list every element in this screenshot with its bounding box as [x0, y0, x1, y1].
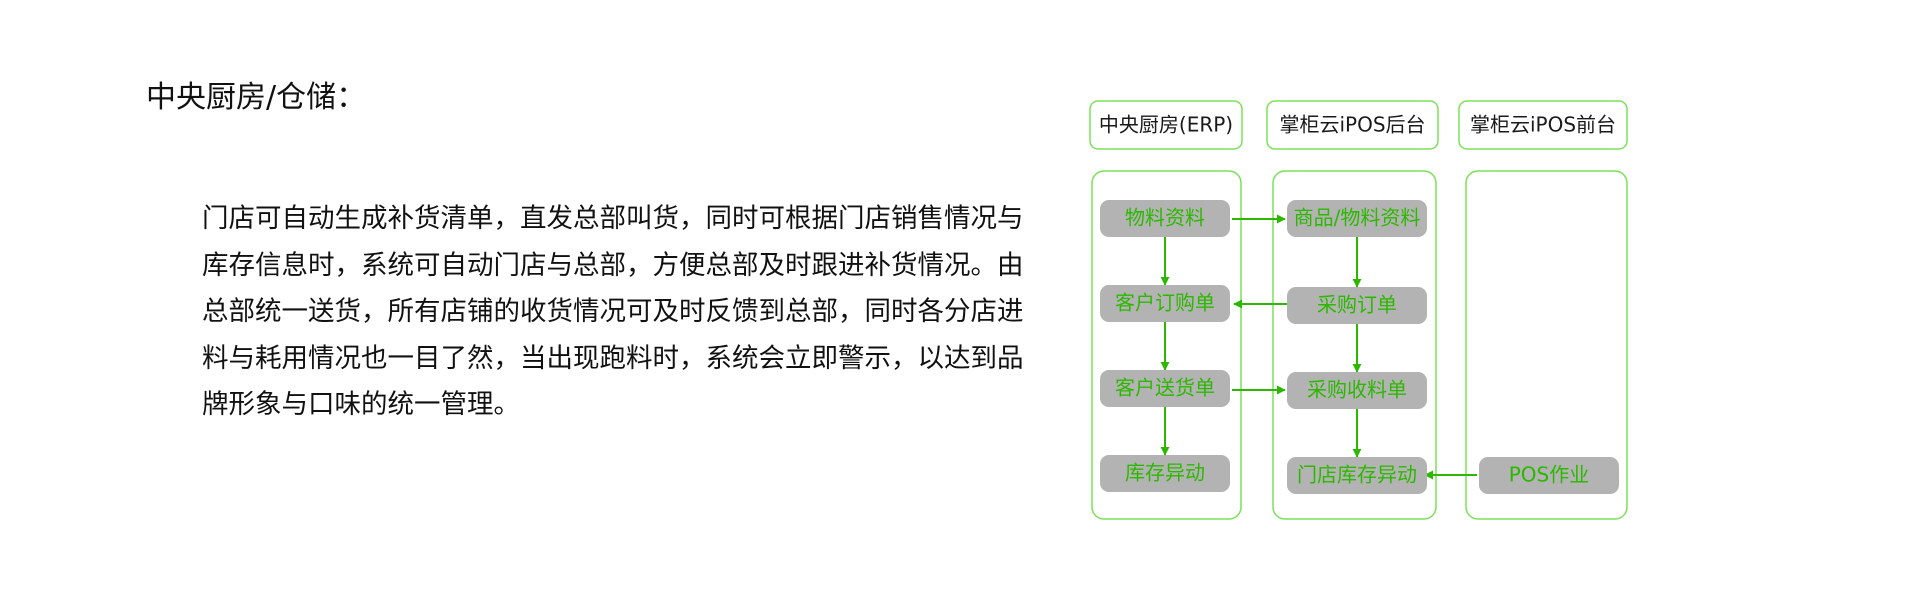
column-header-ipos-backend: 掌柜云iPOS后台 [1266, 100, 1439, 150]
node-purchase-receipt: 采购收料单 [1287, 372, 1427, 409]
node-label: 客户订购单 [1115, 291, 1215, 315]
node-product-material-data: 商品/物料资料 [1287, 200, 1427, 237]
node-label: POS作业 [1509, 463, 1590, 487]
description-line: 库存信息时，系统可自动门店与总部，方便总部及时跟进补货情况。由 [202, 249, 1024, 281]
column-header-label: 中央厨房(ERP) [1099, 113, 1233, 137]
node-store-inventory-change: 门店库存异动 [1287, 457, 1427, 494]
column-header-label: 掌柜云iPOS前台 [1470, 113, 1616, 137]
node-label: 门店库存异动 [1297, 463, 1417, 487]
section-heading: 中央厨房/仓储： [146, 80, 367, 115]
node-label: 采购订单 [1317, 293, 1397, 317]
description-line: 牌形象与口味的统一管理。 [202, 389, 520, 420]
node-label: 物料资料 [1125, 206, 1205, 230]
node-purchase-order: 采购订单 [1287, 287, 1427, 324]
node-label: 商品/物料资料 [1294, 206, 1421, 230]
column-container-ipos-backend [1272, 170, 1437, 520]
node-label: 客户送货单 [1115, 376, 1215, 400]
column-header-erp: 中央厨房(ERP) [1089, 100, 1243, 150]
description-paragraph: 门店可自动生成补货清单，直发总部叫货，同时可根据门店销售情况与 库存信息时，系统… [202, 196, 1042, 429]
node-pos-operation: POS作业 [1479, 457, 1619, 494]
column-header-label: 掌柜云iPOS后台 [1279, 113, 1425, 137]
description-line: 总部统一送货，所有店铺的收货情况可及时反馈到总部，同时各分店进 [202, 296, 1024, 327]
column-header-ipos-frontend: 掌柜云iPOS前台 [1458, 100, 1628, 150]
column-container-ipos-frontend [1465, 170, 1628, 520]
node-customer-order: 客户订购单 [1100, 285, 1230, 322]
node-material-data: 物料资料 [1100, 200, 1230, 237]
node-customer-delivery: 客户送货单 [1100, 370, 1230, 407]
description-line: 料与耗用情况也一目了然，当出现跑料时，系统会立即警示，以达到品 [202, 342, 1024, 374]
node-inventory-change: 库存异动 [1100, 455, 1230, 492]
column-container-erp [1091, 170, 1242, 520]
description-line: 门店可自动生成补货清单，直发总部叫货，同时可根据门店销售情况与 [202, 203, 1024, 234]
node-label: 采购收料单 [1307, 378, 1407, 402]
node-label: 库存异动 [1125, 461, 1205, 485]
